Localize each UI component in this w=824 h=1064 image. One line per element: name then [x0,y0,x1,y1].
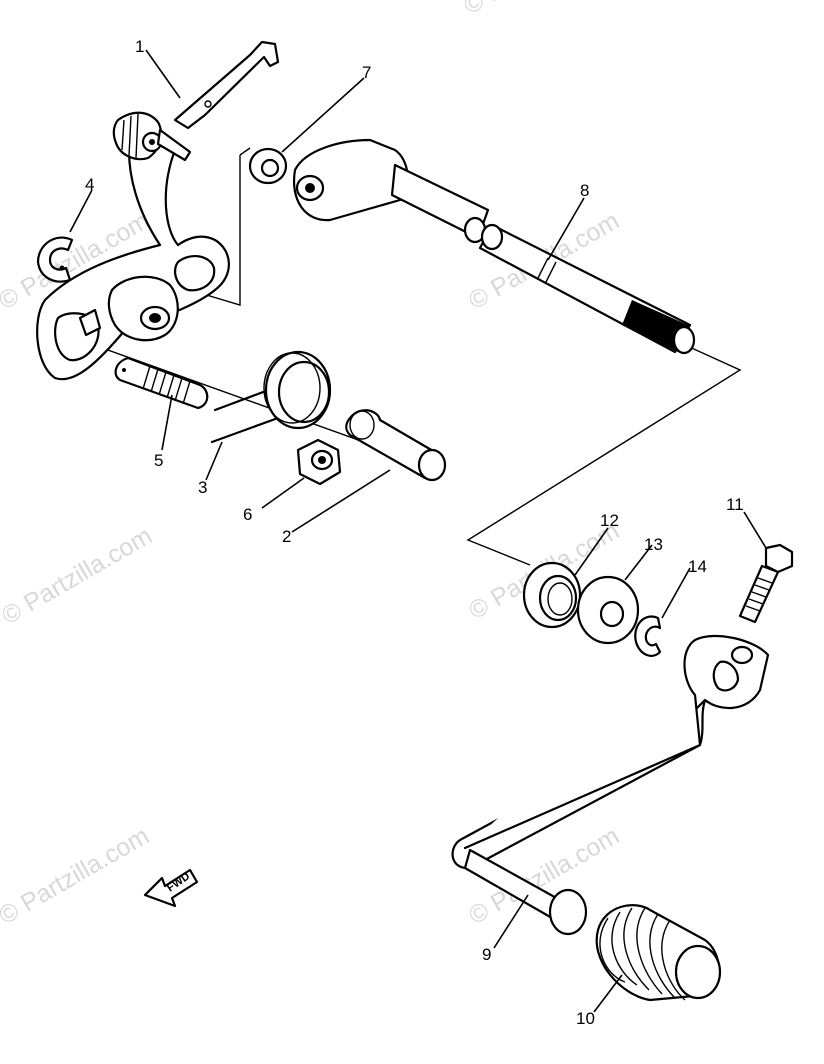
nut-part [296,438,342,486]
callout-12: 12 [600,511,619,530]
callout-3: 3 [198,478,207,497]
pedal-rubber-part [595,904,722,1002]
watermark-text: © Partzilla.com [0,822,154,930]
spring-and-pin [210,350,332,444]
callout-14: 14 [688,557,707,576]
callout-5: 5 [154,451,163,470]
watermark-text: © Partzilla.com [459,0,619,20]
washer-part [248,147,288,185]
callout-9: 9 [482,945,491,964]
oil-seal-part [522,561,582,629]
callout-leaders [69,49,767,1013]
threaded-pin-part [114,356,209,410]
shift-pedal-part [451,634,770,936]
callout-7: 7 [362,63,371,82]
circlip-small-part [634,615,662,657]
callout-4: 4 [85,175,94,194]
assembly-guide-lines [79,147,742,566]
plain-washer-part [576,575,640,645]
callout-6: 6 [243,505,252,524]
shift-shaft-part [292,138,696,355]
callout-11: 11 [726,495,744,514]
watermark-text: © Partzilla.com [0,522,157,630]
callout-2: 2 [282,527,291,546]
callout-8: 8 [580,181,589,200]
callout-labels: 1 2 3 4 5 6 7 8 9 10 11 12 13 14 [85,37,744,1028]
callout-10: 10 [576,1009,595,1028]
bolt-part [738,543,794,624]
callout-13: 13 [644,535,663,554]
callout-1: 1 [135,37,144,56]
forward-arrow-icon [143,868,199,908]
circlip-part [36,236,74,283]
fwd-direction-badge: FWD [143,868,199,908]
pin-shaft-part [345,409,447,482]
shift-lever-plate [36,40,280,381]
